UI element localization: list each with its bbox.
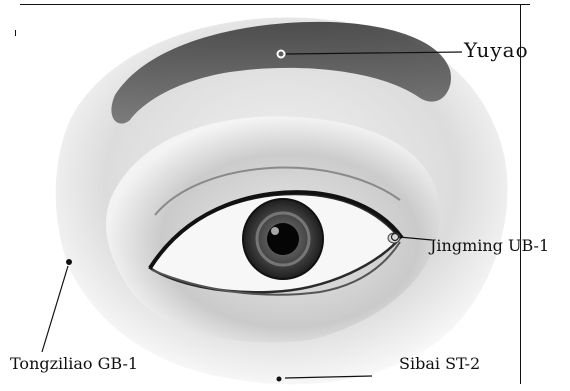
yuyao-label: Yuyao bbox=[464, 38, 529, 62]
jingming-label: Jingming UB-1 bbox=[430, 236, 549, 255]
sibai-label: Sibai ST-2 bbox=[399, 354, 480, 373]
sibai-point-marker bbox=[277, 377, 282, 382]
tongziliao-point-marker bbox=[66, 259, 72, 265]
tongziliao-label: Tongziliao GB-1 bbox=[10, 354, 138, 373]
pupil bbox=[267, 223, 299, 255]
pupil-highlight bbox=[271, 227, 279, 235]
tongziliao-leader-line bbox=[42, 266, 68, 352]
